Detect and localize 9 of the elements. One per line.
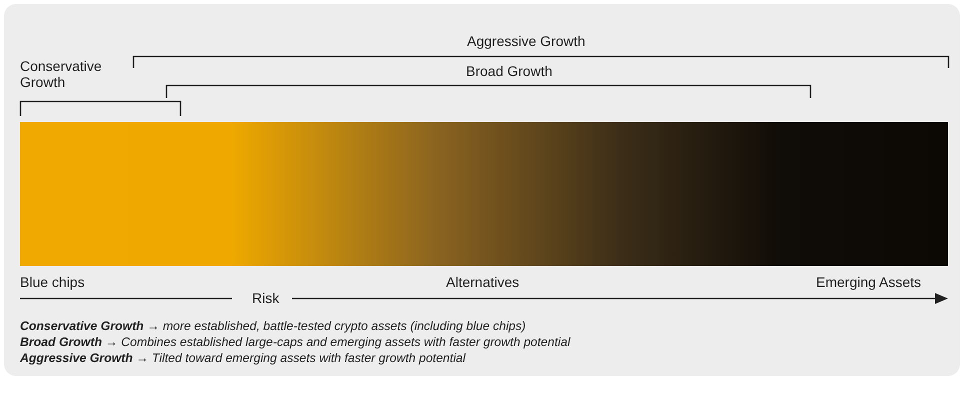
note-text: Aggressive Growth → Tilted toward emerging assets with faster growth potential <box>20 351 466 366</box>
scale-label: Blue chips <box>20 274 85 290</box>
note-text: Broad Growth → Combines established large-caps and emerging assets with faster growth potential <box>20 335 570 350</box>
note-text: Conservative Growth → more established, battle-tested crypto assets (including blue chips) <box>20 319 526 334</box>
scale-label: Alternatives <box>446 274 520 290</box>
bracket-label: Conservative Growth <box>20 58 103 90</box>
scale-label: Emerging Assets <box>816 274 922 290</box>
bracket-label: Broad Growth <box>466 63 552 79</box>
bracket-label: Aggressive Growth <box>467 33 586 49</box>
